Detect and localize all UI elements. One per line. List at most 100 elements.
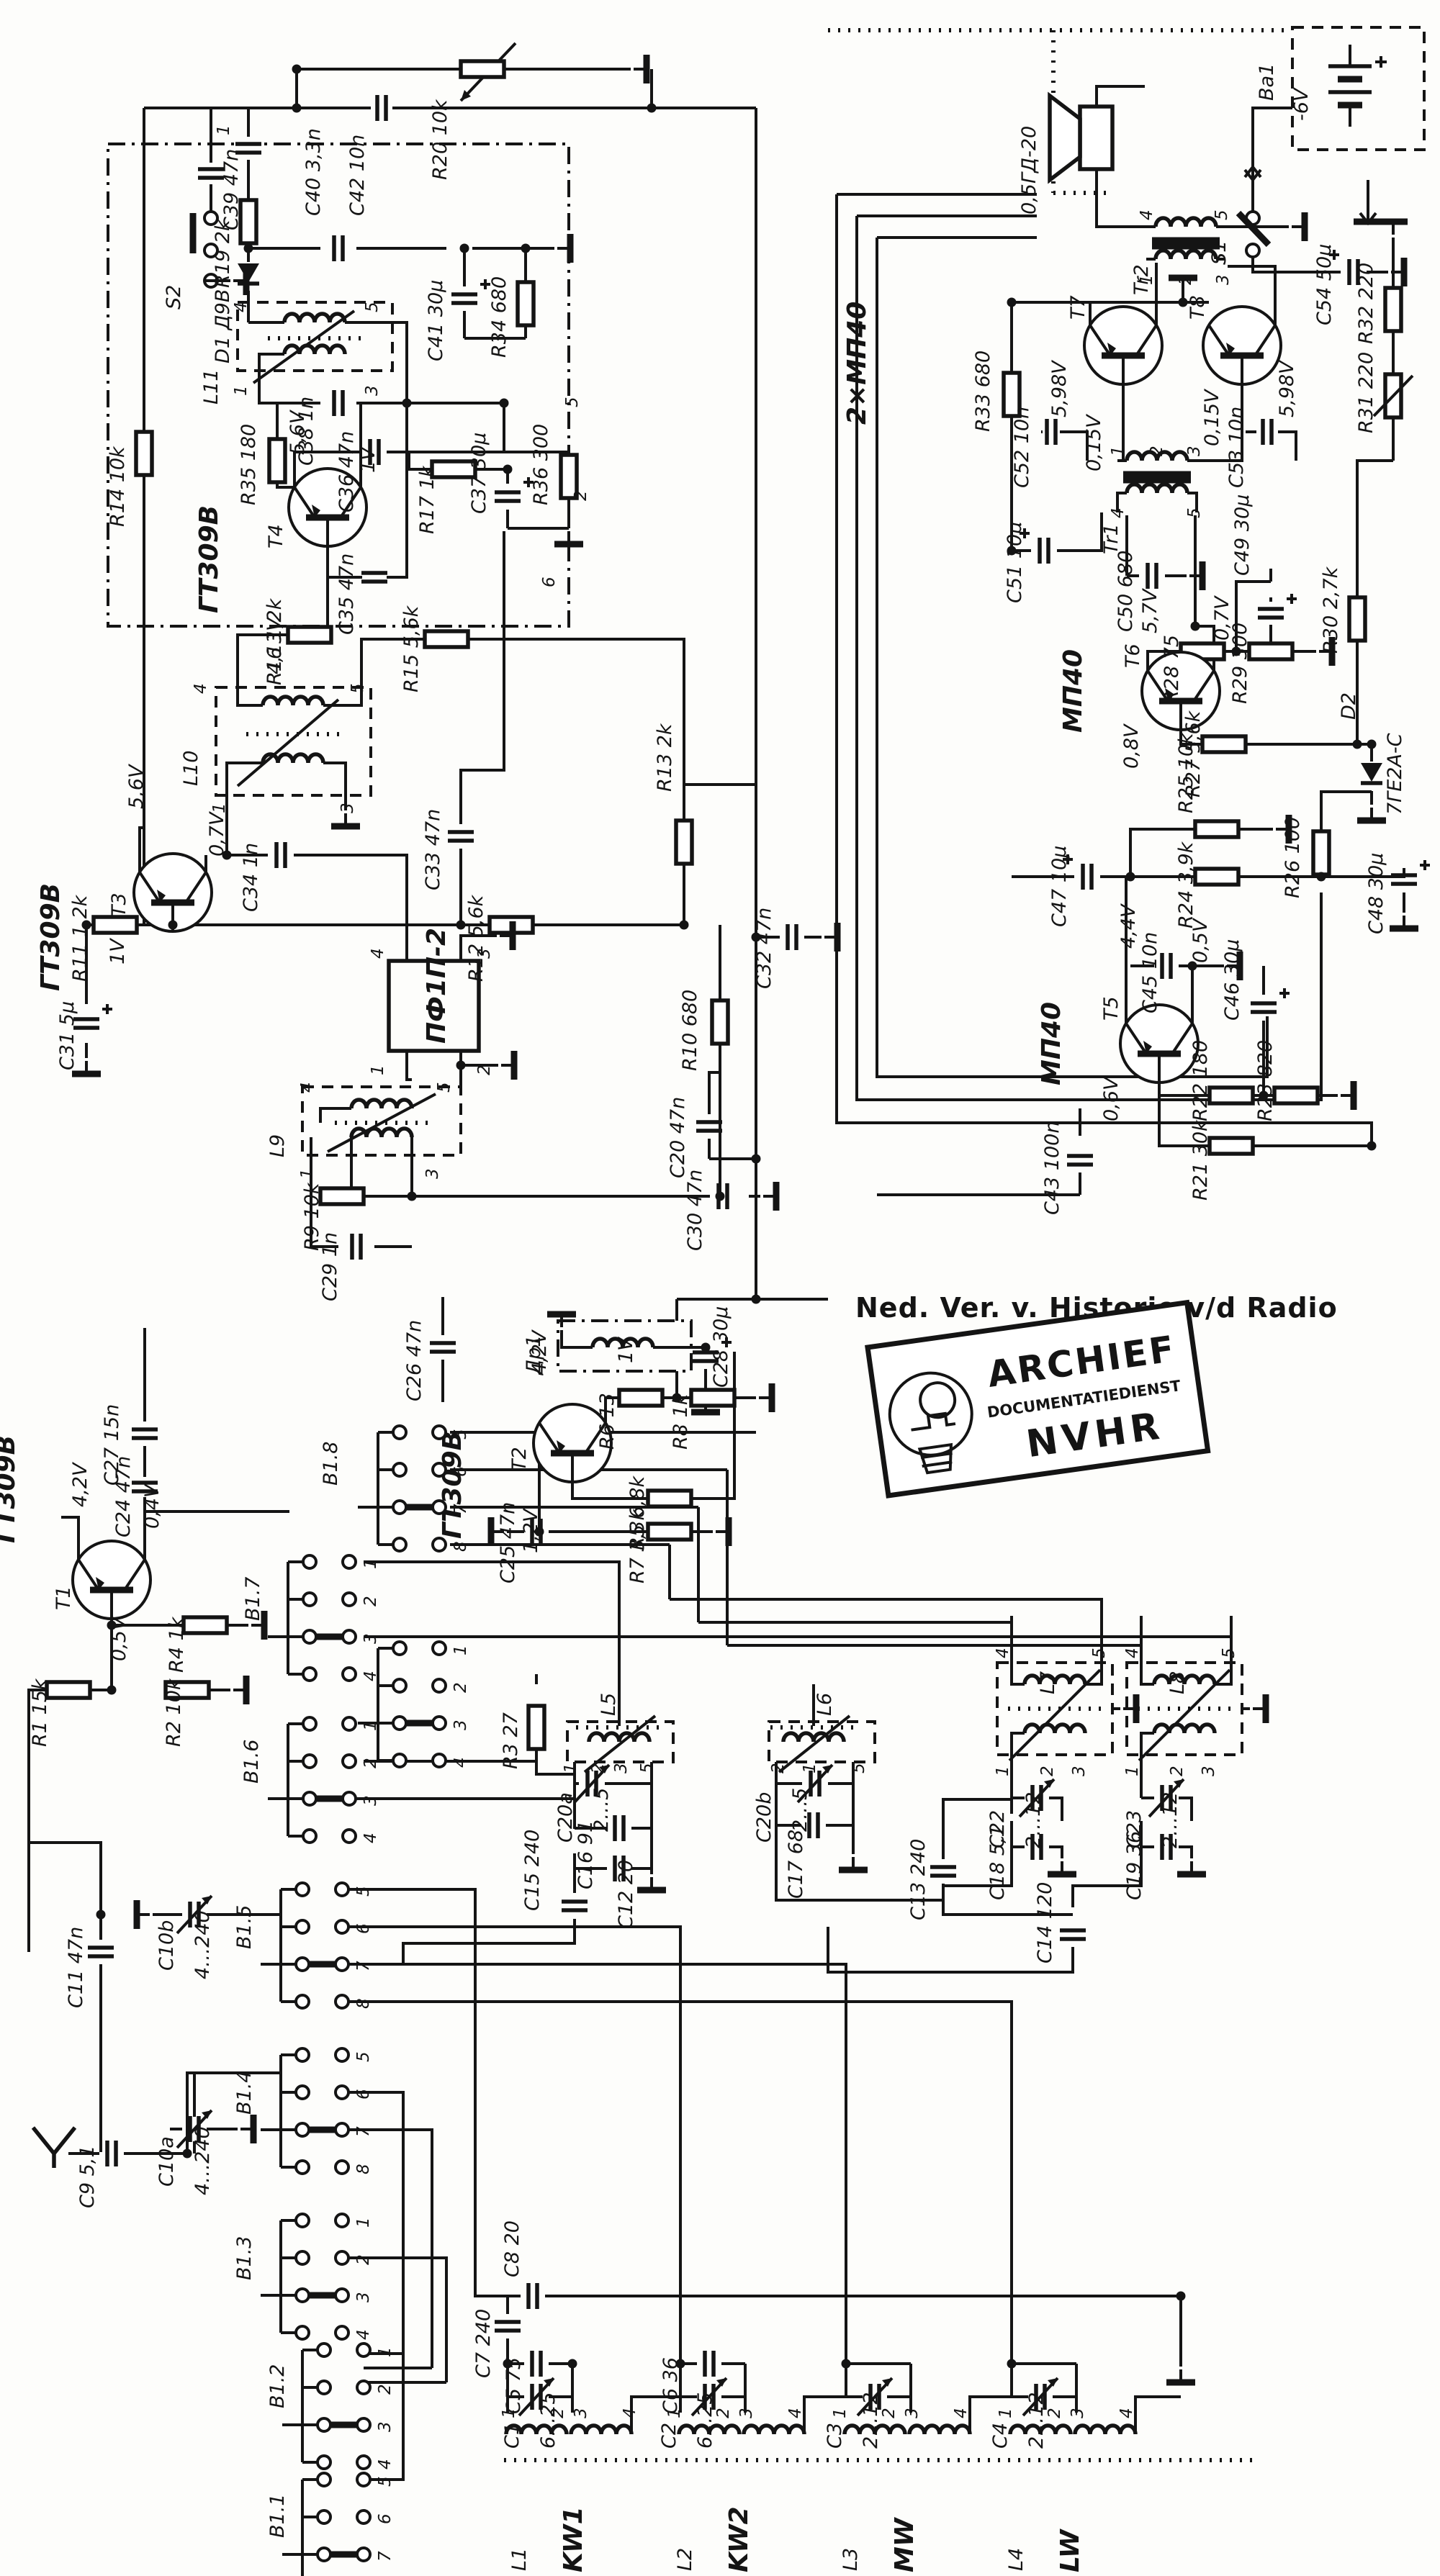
label-r7: R7 3,3k	[626, 1509, 649, 1583]
switch-contact-number: 5	[451, 1429, 470, 1440]
label-c1: C1	[501, 2423, 523, 2449]
label-t1-v2: 0,4V	[141, 1483, 163, 1529]
pin-label: 3	[612, 1763, 631, 1773]
label-t3-v2: 0,7V	[206, 810, 228, 857]
label-bav: -6V	[1290, 86, 1313, 121]
pin-label: 4	[621, 2408, 639, 2418]
resistor-r34	[518, 282, 534, 325]
pin-label: 3	[903, 2408, 922, 2418]
label-t6: T6	[1122, 643, 1144, 668]
coil-l8-secondary	[1154, 1725, 1215, 1733]
pin-label: 1	[210, 803, 229, 813]
switch-contact	[356, 2417, 372, 2433]
switch-section-label: B1.5	[233, 1905, 256, 1949]
pin-label: 1	[994, 1766, 1012, 1776]
coil-l6	[783, 1733, 844, 1742]
switch-contact	[294, 2084, 310, 2100]
pin-label: 1	[562, 1763, 580, 1773]
switch-section-label: B1.6	[240, 1740, 263, 1784]
label-c20b-range: 2…5	[789, 1788, 811, 1832]
label-c1-range: 6…25	[537, 2392, 559, 2449]
switch-contact-number: 1	[361, 1558, 380, 1569]
components	[33, 55, 1266, 2434]
label-c28: C28 30µ	[710, 1306, 732, 1388]
capacitor-c49	[1258, 594, 1297, 618]
switch-contact	[302, 1554, 318, 1570]
label-spk: 0,5ГД-20	[1018, 126, 1040, 214]
switch-contact	[294, 2213, 310, 2228]
switch-contact-number: 5	[354, 1886, 373, 1897]
label-c35: C35 47n	[336, 553, 358, 635]
pin-label: 4	[298, 1082, 317, 1093]
switch-contact	[334, 2122, 350, 2138]
label-t1-type: ГТ309В	[0, 1435, 21, 1543]
label-c4: C4	[989, 2423, 1012, 2449]
pin-label: 5	[1090, 1648, 1109, 1658]
label-t1-v3: 0,5V	[108, 1615, 130, 1661]
switch-contact	[356, 2454, 372, 2470]
resistor-r5	[648, 1491, 691, 1506]
switch-contact	[294, 2122, 310, 2138]
resistor-r29	[1249, 643, 1292, 659]
ground	[1354, 209, 1382, 222]
transformer-tr1-core	[1123, 471, 1191, 484]
pin-label: 1	[1109, 446, 1128, 456]
ground	[137, 1900, 150, 1929]
resistor-r21	[1210, 1138, 1253, 1154]
pin-label: 2	[1148, 446, 1166, 456]
label-c33: C33 47n	[422, 809, 444, 890]
coil-l11-adjust-arrow	[252, 309, 356, 384]
label-t4: T4	[265, 524, 287, 548]
label-r21: R21 30k	[1189, 1119, 1212, 1201]
switch-contact-number: 4	[361, 1671, 380, 1681]
pin-label: 4	[1109, 507, 1128, 518]
resistor-r4	[184, 1617, 227, 1633]
pin-label: 3	[1068, 2408, 1087, 2418]
label-c29: C29 1n	[319, 1232, 341, 1301]
label-r4: R4 1k	[166, 1616, 188, 1673]
switch-contact	[431, 1715, 447, 1731]
switch-section-label: B1.2	[266, 2364, 289, 2408]
switch-contact	[294, 1956, 310, 1972]
capacitor-c38	[334, 390, 343, 416]
switch-contact	[316, 2380, 332, 2395]
label-r27: R27 5,6k	[1182, 710, 1205, 797]
resistor-r19	[240, 200, 256, 243]
components-right	[1004, 45, 1430, 1165]
label-l8: L8	[1166, 1671, 1189, 1694]
wire	[1116, 459, 1198, 512]
switch-contact-number: 5	[354, 2051, 373, 2062]
label-r8: R8 1k	[670, 1393, 692, 1450]
transistor-t8	[1203, 307, 1281, 384]
label-c17: C17 68	[785, 1830, 807, 1899]
label-c37: C37 30µ	[468, 433, 490, 514]
capacitor-c5	[532, 2351, 541, 2377]
label-c2: C2	[658, 2423, 680, 2449]
ground	[1390, 916, 1418, 928]
transformer-tr2-core	[1152, 237, 1220, 250]
label-s1: S1	[1208, 240, 1230, 265]
label-r28: R28 75	[1161, 635, 1183, 704]
switch-section-label: B1.3	[233, 2236, 256, 2280]
label-c45: C45 10n	[1139, 932, 1161, 1013]
label-c39: C39 47n	[220, 149, 243, 230]
pin-label: 2	[589, 1763, 608, 1773]
pin-label: 5	[435, 1082, 454, 1093]
switch-contact	[431, 1462, 447, 1478]
label-c6: C6 36	[660, 2357, 682, 2414]
switch-s1-contact	[1245, 243, 1261, 258]
switch-contact	[431, 1499, 447, 1515]
pin-label: 4	[232, 302, 251, 312]
label-c11: C11 47n	[65, 1927, 87, 2008]
transistor-t5	[1120, 1005, 1198, 1083]
plug-icon	[1243, 157, 1262, 181]
capacitor-c53	[1263, 419, 1272, 445]
label-t8: T8	[1187, 295, 1209, 320]
switch-contact	[341, 1666, 357, 1682]
label-r36: R36 300	[530, 424, 552, 505]
switch-section-label: B1.4	[233, 2071, 256, 2115]
